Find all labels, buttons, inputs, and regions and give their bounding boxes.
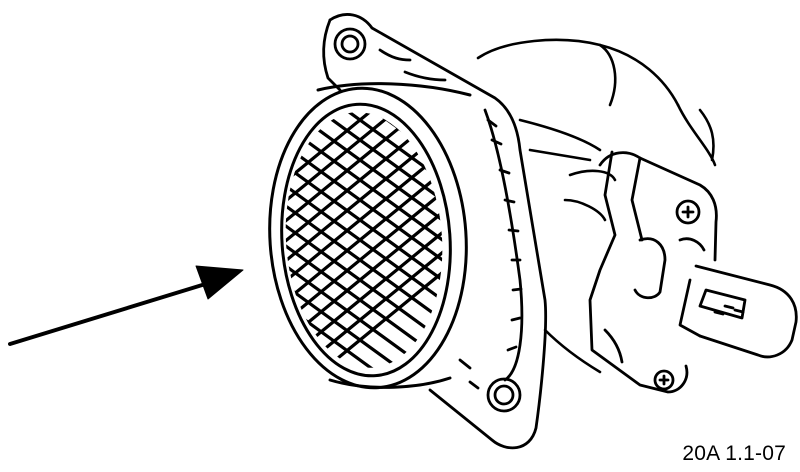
mesh-screen bbox=[277, 106, 451, 374]
inlet-ring bbox=[268, 82, 472, 390]
arrow-icon bbox=[8, 265, 244, 346]
mass-air-flow-sensor-icon bbox=[268, 13, 798, 450]
figure-reference-code: 20A 1.1-07 bbox=[682, 442, 786, 465]
sensor-body bbox=[476, 38, 717, 374]
electrical-connector bbox=[588, 150, 798, 394]
mounting-flange bbox=[322, 13, 548, 450]
